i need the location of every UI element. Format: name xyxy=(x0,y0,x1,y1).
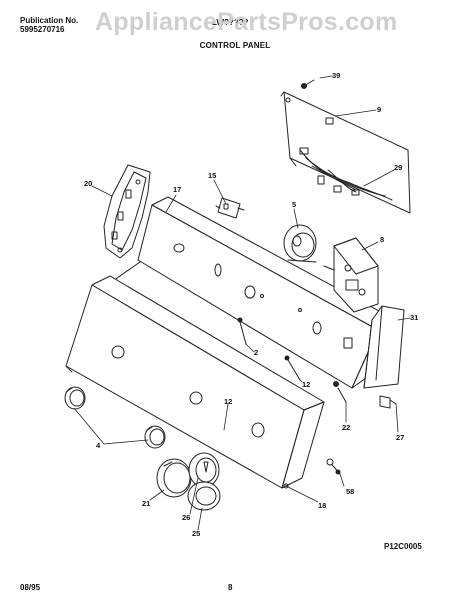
callout-4: 4 xyxy=(96,441,101,450)
part-58-screw xyxy=(326,458,341,475)
callout-31: 31 xyxy=(410,313,418,322)
callout-27: 27 xyxy=(396,433,404,442)
part-31-end-cap xyxy=(363,305,405,389)
callout-25: 25 xyxy=(192,529,200,538)
footer-date: 08/95 xyxy=(20,583,41,592)
page-number: 8 xyxy=(228,583,233,592)
part-20-bracket xyxy=(103,164,151,259)
leader-lines xyxy=(73,75,411,531)
part-4-knob-center xyxy=(144,425,166,449)
publication-number: 5995270716 xyxy=(20,25,65,34)
callout-12-lower: 12 xyxy=(224,397,232,406)
callout-21: 21 xyxy=(142,499,150,508)
part-39-screw xyxy=(301,79,315,89)
callout-22: 22 xyxy=(342,423,350,432)
callout-26: 26 xyxy=(182,513,190,522)
part-26-skirt xyxy=(188,452,220,488)
figure-code: P12C0005 xyxy=(384,542,422,551)
callout-39: 39 xyxy=(332,71,340,80)
part-25-dial xyxy=(187,481,221,511)
part-5-timer xyxy=(283,224,317,263)
part-4-knob-left xyxy=(64,386,86,410)
part-2-clip xyxy=(237,317,247,345)
callout-5: 5 xyxy=(292,200,296,209)
callout-29: 29 xyxy=(394,163,402,172)
callout-8: 8 xyxy=(380,235,384,244)
callout-12-upper: 12 xyxy=(302,380,310,389)
part-15-switch xyxy=(215,197,245,219)
part-18-front-console xyxy=(65,275,325,489)
part-22-screw xyxy=(333,381,347,403)
callout-15: 15 xyxy=(208,171,216,180)
part-21-knob xyxy=(156,458,192,498)
part-8-timer-block xyxy=(323,237,379,313)
part-9-harness-panel xyxy=(280,91,411,214)
watermark: AppliancePartsPros.com xyxy=(95,8,398,36)
publication-label: Publication No. xyxy=(20,16,79,25)
callout-18: 18 xyxy=(318,501,326,510)
callout-9: 9 xyxy=(377,105,381,114)
model-number: LW????? xyxy=(212,18,249,27)
callout-2: 2 xyxy=(254,348,258,357)
callout-labels: 39 9 29 20 17 15 5 8 31 2 12 12 4 22 27 … xyxy=(84,71,418,538)
callout-17: 17 xyxy=(173,185,181,194)
section-title: CONTROL PANEL xyxy=(199,41,271,50)
callout-20: 20 xyxy=(84,179,92,188)
callout-58: 58 xyxy=(346,487,354,496)
part-27-clip xyxy=(379,395,397,409)
